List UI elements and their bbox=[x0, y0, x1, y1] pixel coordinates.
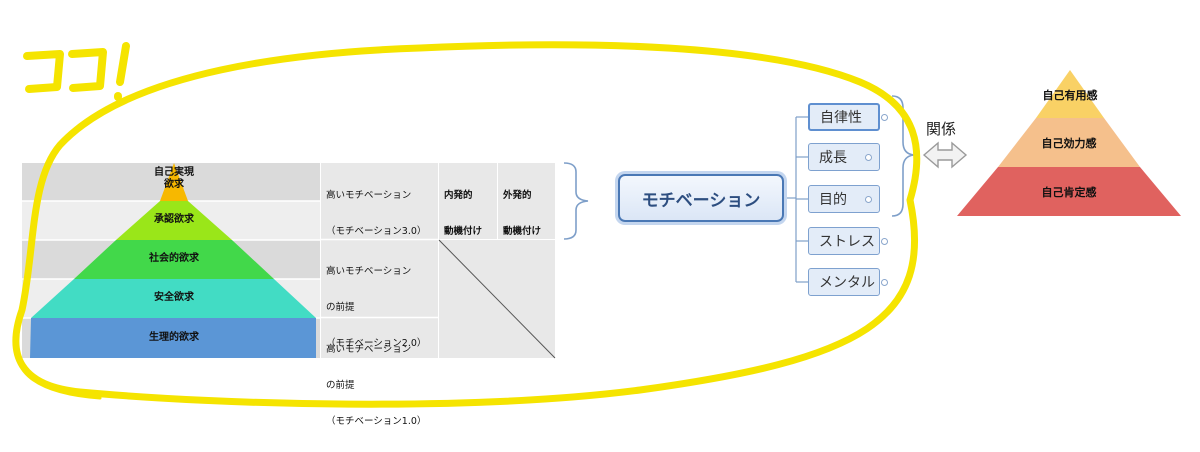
maslow-label-safety: 安全欲求 bbox=[154, 292, 194, 303]
expand-dot-icon[interactable] bbox=[881, 238, 888, 245]
double-arrow-icon bbox=[922, 141, 968, 169]
mindmap-node-autonomy[interactable]: 自律性 bbox=[808, 103, 880, 131]
maslow-label-self-actualization: 自己実現 欲求 bbox=[154, 167, 194, 191]
table-row-motivation-2-line3: （モチベーション2.0） bbox=[326, 338, 427, 349]
maslow-pyramid bbox=[30, 163, 316, 358]
maslow-level-esteem bbox=[116, 201, 232, 240]
table-row-motivation-2-line2: の前提 bbox=[326, 302, 355, 313]
expand-dot-icon[interactable] bbox=[865, 154, 872, 161]
maslow-level-physiological bbox=[31, 318, 316, 358]
motivation-table bbox=[321, 163, 556, 359]
table-row-motivation-1-line1: 高いモチベーション bbox=[326, 344, 412, 355]
diagram-canvas: 自己実現 欲求 承認欲求 社会的欲求 安全欲求 生理的欲求 高いモチベーション … bbox=[12, 41, 1181, 427]
table-row-motivation-3: 高いモチベーション （モチベーション3.0） bbox=[326, 166, 426, 262]
table-row-motivation-1-line3: （モチベーション1.0） bbox=[326, 416, 427, 427]
maslow-label-physiological: 生理的欲求 bbox=[149, 332, 199, 343]
maslow-label-self-actualization-line2: 欲求 bbox=[164, 179, 184, 190]
maslow-label-self-actualization-line1: 自己実現 bbox=[154, 167, 194, 178]
table-row-motivation-1-line2: の前提 bbox=[326, 380, 355, 391]
table-row-motivation-3-line1: 高いモチベーション bbox=[326, 190, 412, 201]
highlight-ellipse bbox=[12, 41, 921, 408]
diagram-shapes bbox=[12, 41, 1181, 408]
maslow-label-social: 社会的欲求 bbox=[149, 253, 199, 264]
table-column-intrinsic-line1: 内発的 bbox=[444, 190, 473, 201]
maslow-level-social bbox=[74, 240, 274, 279]
maslow-level-safety bbox=[31, 279, 316, 318]
table-column-intrinsic: 内発的 動機付け bbox=[444, 166, 482, 262]
self-label-usefulness: 自己有用感 bbox=[1042, 89, 1098, 102]
table-column-extrinsic-line1: 外発的 bbox=[503, 190, 532, 201]
mindmap-node-mental[interactable]: メンタル bbox=[808, 268, 880, 296]
mindmap-node-stress[interactable]: ストレス bbox=[808, 227, 880, 255]
mindmap-connectors bbox=[784, 116, 808, 283]
self-label-esteem: 自己肯定感 bbox=[1041, 186, 1097, 199]
table-row-motivation-2-line1: 高いモチベーション bbox=[326, 266, 412, 277]
self-label-efficacy: 自己効力感 bbox=[1041, 137, 1097, 150]
maslow-level-self-actualization bbox=[160, 163, 188, 201]
mindmap-node-purpose[interactable]: 目的 bbox=[808, 185, 880, 213]
table-row-motivation-2: 高いモチベーション の前提 （モチベーション2.0） bbox=[326, 242, 426, 374]
expand-dot-icon[interactable] bbox=[881, 114, 888, 121]
table-column-intrinsic-line2: 動機付け bbox=[444, 226, 483, 237]
relation-label: 関係 bbox=[926, 120, 957, 138]
maslow-label-esteem: 承認欲求 bbox=[154, 214, 194, 225]
expand-dot-icon[interactable] bbox=[881, 279, 888, 286]
self-level-usefulness bbox=[1036, 70, 1104, 118]
self-pyramid bbox=[957, 70, 1181, 216]
table-column-extrinsic-line2: 動機付け bbox=[503, 226, 542, 237]
mindmap-root[interactable]: モチベーション bbox=[618, 174, 784, 222]
annotation-koko-icon bbox=[23, 42, 130, 101]
self-level-esteem bbox=[957, 167, 1181, 216]
table-column-extrinsic: 外発的 動機付け bbox=[503, 166, 541, 262]
table-row-motivation-1: 高いモチベーション の前提 （モチベーション1.0） bbox=[326, 320, 426, 452]
expand-dot-icon[interactable] bbox=[865, 196, 872, 203]
table-row-motivation-3-line2: （モチベーション3.0） bbox=[326, 226, 427, 237]
self-level-efficacy bbox=[998, 118, 1140, 167]
table-brace bbox=[563, 162, 589, 240]
